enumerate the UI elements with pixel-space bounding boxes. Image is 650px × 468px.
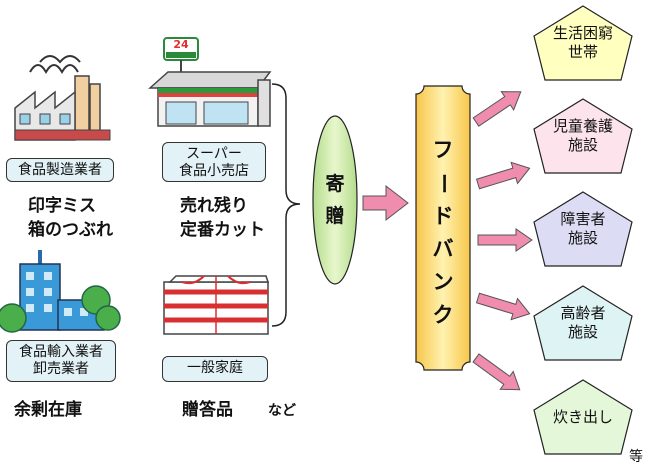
recipient-pentagon-1	[533, 5, 633, 81]
arrow-to-recipient-4	[475, 292, 531, 321]
source-desc-household: 贈答品	[182, 400, 233, 420]
foodbank-char: バ	[432, 237, 454, 261]
source-label-importer: 食品輸入業者 卸売業者	[6, 340, 116, 382]
store-icon	[148, 37, 272, 127]
donation-oval	[312, 115, 358, 285]
grouping-bracket	[271, 83, 301, 327]
recipient-label-3: 障害者 施設	[560, 210, 606, 247]
foodbank-char: ー	[431, 173, 456, 194]
donation-text: 寄贈	[323, 168, 347, 232]
arrow-to-recipient-1	[472, 91, 522, 127]
arrow-to-recipient-2	[475, 161, 531, 190]
foodbank-char: フ	[432, 138, 454, 162]
recipient-pentagon-3	[533, 191, 633, 267]
recipient-pentagon-2	[533, 98, 633, 174]
store-sign-number: 24	[173, 38, 189, 51]
etc-text: 等	[629, 449, 643, 465]
foodbank-char: ン	[432, 270, 454, 294]
source-desc-importer: 余剰在庫	[14, 400, 82, 420]
factory-icon	[14, 55, 111, 141]
source-desc-supermarket: 売れ残り 定番カット	[180, 196, 265, 240]
foodbank-char: ド	[432, 204, 454, 228]
arrow-to-recipient-3	[477, 228, 533, 252]
foodbank-char: ク	[432, 303, 454, 327]
nado-text: など	[268, 403, 296, 419]
recipient-pentagon-4	[533, 285, 633, 361]
recipient-label-1: 生活困窮 世帯	[552, 24, 613, 61]
source-label-line: 食品製造業者	[18, 162, 102, 178]
recipient-label-5: 炊き出し	[552, 408, 613, 426]
arrow-to-recipient-5	[472, 353, 521, 391]
recipient-label-2: 児童養護 施設	[552, 117, 613, 154]
recipient-label-4: 高齢者 施設	[560, 304, 606, 341]
foodbank-text: フードバンク	[429, 134, 457, 332]
source-desc-food-manufacturer: 印字ミス 箱のつぶれ	[28, 196, 113, 240]
source-label-household: 一般家庭	[162, 356, 268, 382]
arrow-to-foodbank	[362, 184, 409, 222]
recipient-pentagon-5	[533, 379, 633, 455]
foodbank-plaque	[415, 85, 471, 371]
donation-char: 贈	[325, 205, 345, 227]
donation-char: 寄	[325, 173, 345, 195]
source-label-supermarket: スーパー 食品小売店	[162, 142, 266, 182]
office-building-icon	[0, 250, 121, 333]
gift-box-icon	[163, 275, 270, 335]
source-label-food-manufacturer: 食品製造業者	[6, 158, 114, 182]
